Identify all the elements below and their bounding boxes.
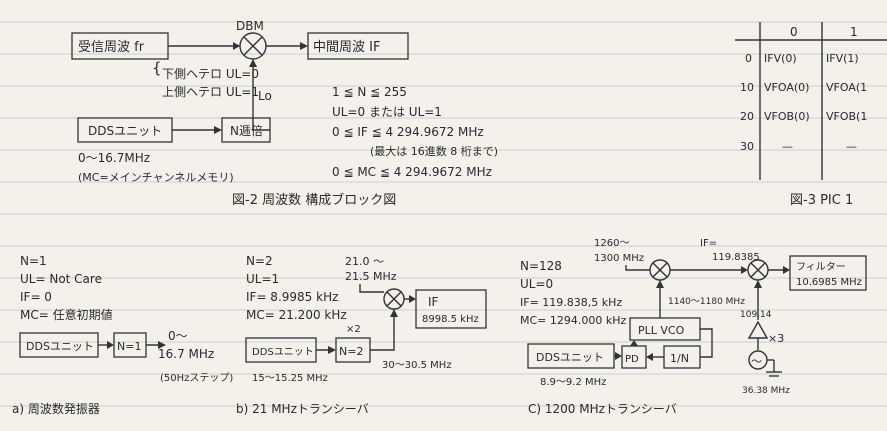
figure-2-caption: 図-2 周波数 構成ブロック図 <box>232 192 396 208</box>
condition-if-note: (最大は 16進数 8 桁まで) <box>370 144 498 158</box>
b-mc-value: MC= 21.200 kHz <box>246 308 347 322</box>
c-dds-label: DDSユニット <box>536 351 604 364</box>
table-cell: VFOA(0) <box>764 81 809 94</box>
b-caption: b) 21 MHzトランシーバ <box>236 402 369 416</box>
b-dds-range: 15～15.25 MHz <box>252 373 328 384</box>
table-row-label: 0 <box>745 52 752 65</box>
diagram-c-1200mhz-transceiver: N=128 UL=0 IF= 119.838,5 kHz MC= 1294.00… <box>520 238 867 416</box>
c-caption: C) 1200 MHzトランシーバ <box>528 402 677 416</box>
a-output-from: 0～ <box>168 329 188 343</box>
b-rf-path <box>359 284 384 293</box>
b-x2-label: ×2 <box>346 324 361 335</box>
condition-if: 0 ≦ IF ≦ 4 294.9672 MHz <box>332 125 484 139</box>
c-filter-value: 10.6985 MHz <box>796 277 862 288</box>
table-cell: VFOA(1 <box>826 81 867 94</box>
c-ul-value: UL=0 <box>520 277 553 291</box>
c-tripler-symbol <box>747 320 769 339</box>
c-filter-box <box>789 255 867 291</box>
table-cell: — <box>846 140 857 153</box>
b-n-value: N=2 <box>246 254 273 268</box>
a-if-value: IF= 0 <box>20 290 52 304</box>
a-ul-value: UL= Not Care <box>20 272 102 286</box>
c-n-value: N=128 <box>520 259 562 273</box>
c-vco-range: 1140～1180 MHz <box>668 297 745 307</box>
dds-unit-label: DDSユニット <box>88 124 162 138</box>
c-rf-path <box>625 265 650 271</box>
table-row-label: 10 <box>740 81 754 94</box>
c-pd-label: PD <box>625 354 639 365</box>
c-mc-value: MC= 1294.000 kHz <box>520 314 627 327</box>
table-cell: VFOB(0) <box>764 110 810 123</box>
n-multiplier-label: N逓倍 <box>230 123 263 138</box>
a-caption: a) 周波数発振器 <box>12 401 100 416</box>
condition-n: 1 ≦ N ≦ 255 <box>332 85 407 99</box>
b-if-box-label: IF <box>428 295 439 309</box>
table-row-label: 30 <box>740 140 754 153</box>
ul-upper-label: 上側ヘテロ UL=1 <box>162 85 259 99</box>
b-dds-label: DDSユニット <box>252 347 314 358</box>
lo-label: Lo <box>258 89 272 103</box>
c-xtal-freq: 36.38 MHz <box>742 386 790 396</box>
dds-range-label: 0～16.7MHz <box>78 151 150 165</box>
c-filter-label: フィルター <box>796 261 846 273</box>
table-cell: — <box>782 140 793 153</box>
c-if-top-value: 119.8385 <box>712 252 760 263</box>
b-n-range: 30～30.5 MHz <box>382 360 452 371</box>
condition-mc: 0 ≦ MC ≦ 4 294.9672 MHz <box>332 165 492 179</box>
mc-note-label: (MC=メインチャンネルメモリ) <box>78 171 234 184</box>
c-divider-label: 1/N <box>670 352 689 365</box>
c-pll-vco-label: PLL VCO <box>638 324 685 337</box>
table-cell: VFOB(1 <box>826 110 867 123</box>
diagram-b-21mhz-transceiver: N=2 UL=1 IF= 8.9985 kHz MC= 21.200 kHz 2… <box>236 254 487 416</box>
ruled-lines <box>0 21 887 407</box>
figure-2-block-diagram: 受信周波 fr DBM 中間周波 IF { 下側ヘテロ UL=0 上側ヘテロ U… <box>71 19 498 208</box>
a-n-value: N=1 <box>20 254 47 268</box>
receive-frequency-label: 受信周波 fr <box>78 40 145 55</box>
table-col-header: 1 <box>850 25 858 39</box>
c-rf-from: 1260～ <box>594 238 629 249</box>
dbm-label: DBM <box>236 19 264 33</box>
b-rf-from: 21.0 ～ <box>345 255 384 268</box>
table-row-label: 20 <box>740 110 754 123</box>
ul-brace: { <box>152 59 162 77</box>
b-lo-path <box>370 311 395 351</box>
c-if-value: IF= 119.838,5 kHz <box>520 296 622 309</box>
table-cell: IFV(1) <box>826 52 859 65</box>
b-ul-value: UL=1 <box>246 272 279 286</box>
a-mc-value: MC= 任意初期値 <box>20 307 113 322</box>
intermediate-frequency-box <box>307 32 409 60</box>
c-oscillator-wave-icon: ～ <box>751 355 762 368</box>
c-109-label: 109.14 <box>740 310 772 320</box>
a-n-box-label: N=1 <box>117 340 141 353</box>
b-rf-to: 21.5 MHz <box>345 270 397 283</box>
a-output-to: 16.7 MHz <box>158 347 214 361</box>
c-feedback-path <box>700 328 713 358</box>
b-n-box-label: N=2 <box>339 345 363 358</box>
figure-3-caption: 図-3 PIC 1 <box>790 193 853 208</box>
table-cell: IFV(0) <box>764 52 797 65</box>
ul-lower-label: 下側ヘテロ UL=0 <box>162 67 259 81</box>
diagram-a-oscillator: N=1 UL= Not Care IF= 0 MC= 任意初期値 DDSユニット… <box>12 254 233 416</box>
condition-ul: UL=0 または UL=1 <box>332 105 442 119</box>
c-x3-label: ×3 <box>768 332 784 345</box>
figure-3-memory-table: 0 1 0 IFV(0) IFV(1) 10 VFOA(0) VFOA(1 20… <box>735 22 887 208</box>
lo-path <box>252 61 270 131</box>
c-dds-range: 8.9～9.2 MHz <box>540 377 606 388</box>
c-if-top-label: IF= <box>700 238 717 249</box>
table-col-header: 0 <box>790 25 798 39</box>
a-step-note: (50Hzステップ) <box>160 372 233 384</box>
c-rf-to: 1300 MHz <box>594 253 644 264</box>
b-if-value: IF= 8.9985 kHz <box>246 290 338 304</box>
b-if-box <box>415 289 487 329</box>
b-if-box-value: 8998.5 kHz <box>422 314 479 325</box>
intermediate-frequency-label: 中間周波 IF <box>313 40 380 55</box>
a-dds-label: DDSユニット <box>26 340 94 353</box>
